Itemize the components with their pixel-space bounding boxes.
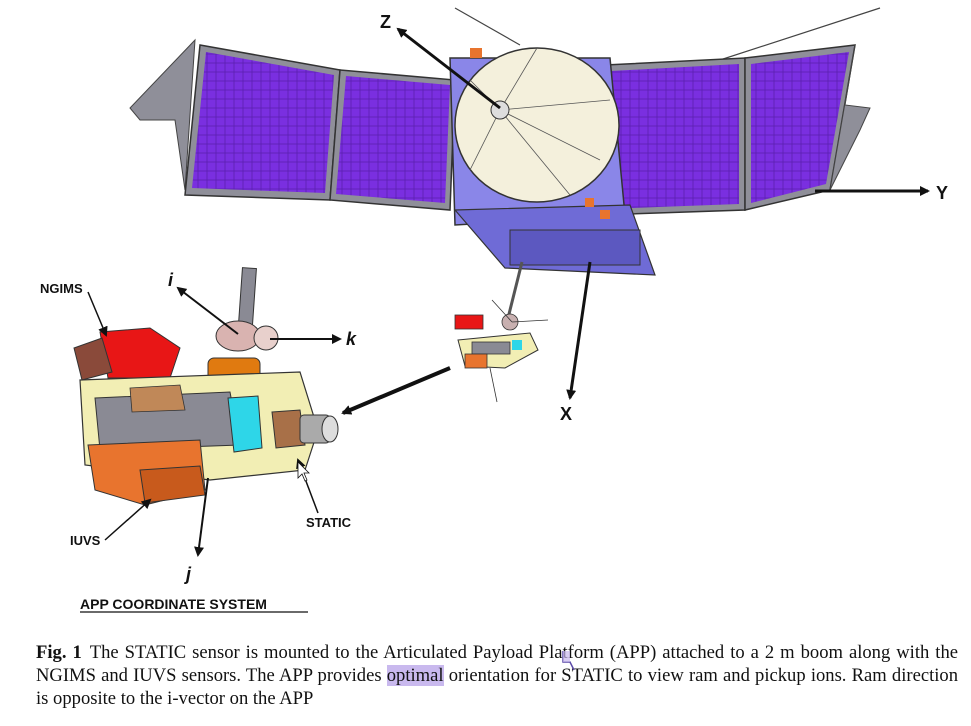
zoom-arrow — [341, 366, 451, 415]
highlighted-word[interactable]: optimal — [386, 665, 444, 686]
caption-text-part1: The STATIC sensor is mounted to the Arti… — [36, 642, 958, 686]
cursor-arrow-icon — [297, 461, 310, 482]
j-vector-label: j — [184, 564, 192, 584]
x-axis-arrow — [566, 261, 592, 400]
iuvs-label: IUVS — [70, 533, 101, 548]
z-axis-label: Z — [380, 12, 391, 32]
ngims-label: NGIMS — [40, 281, 83, 296]
i-vector-label: i — [168, 270, 174, 290]
small-app-assembly — [454, 299, 549, 403]
figure-label: Fig. 1 — [36, 642, 82, 663]
app-inset-drawing — [73, 267, 339, 506]
right-solar-wing — [599, 44, 871, 216]
k-vector-label: k — [346, 329, 357, 349]
y-axis-label: Y — [936, 183, 948, 203]
left-solar-wing — [129, 38, 456, 211]
z-axis-arrow — [396, 27, 501, 110]
app-boom — [506, 261, 524, 319]
static-label: STATIC — [306, 515, 352, 530]
caption-text-part2: orientation for STATIC to view ram and p… — [36, 665, 959, 709]
high-gain-antenna — [454, 47, 620, 203]
text-selection-cursor-icon — [562, 651, 575, 671]
inset-title: APP COORDINATE SYSTEM — [80, 596, 267, 612]
i-vector-arrow — [176, 286, 239, 335]
maven-spacecraft-figure: Z Y X k i j — [40, 7, 948, 613]
j-vector-arrow — [194, 477, 209, 557]
x-axis-label: X — [560, 404, 572, 424]
